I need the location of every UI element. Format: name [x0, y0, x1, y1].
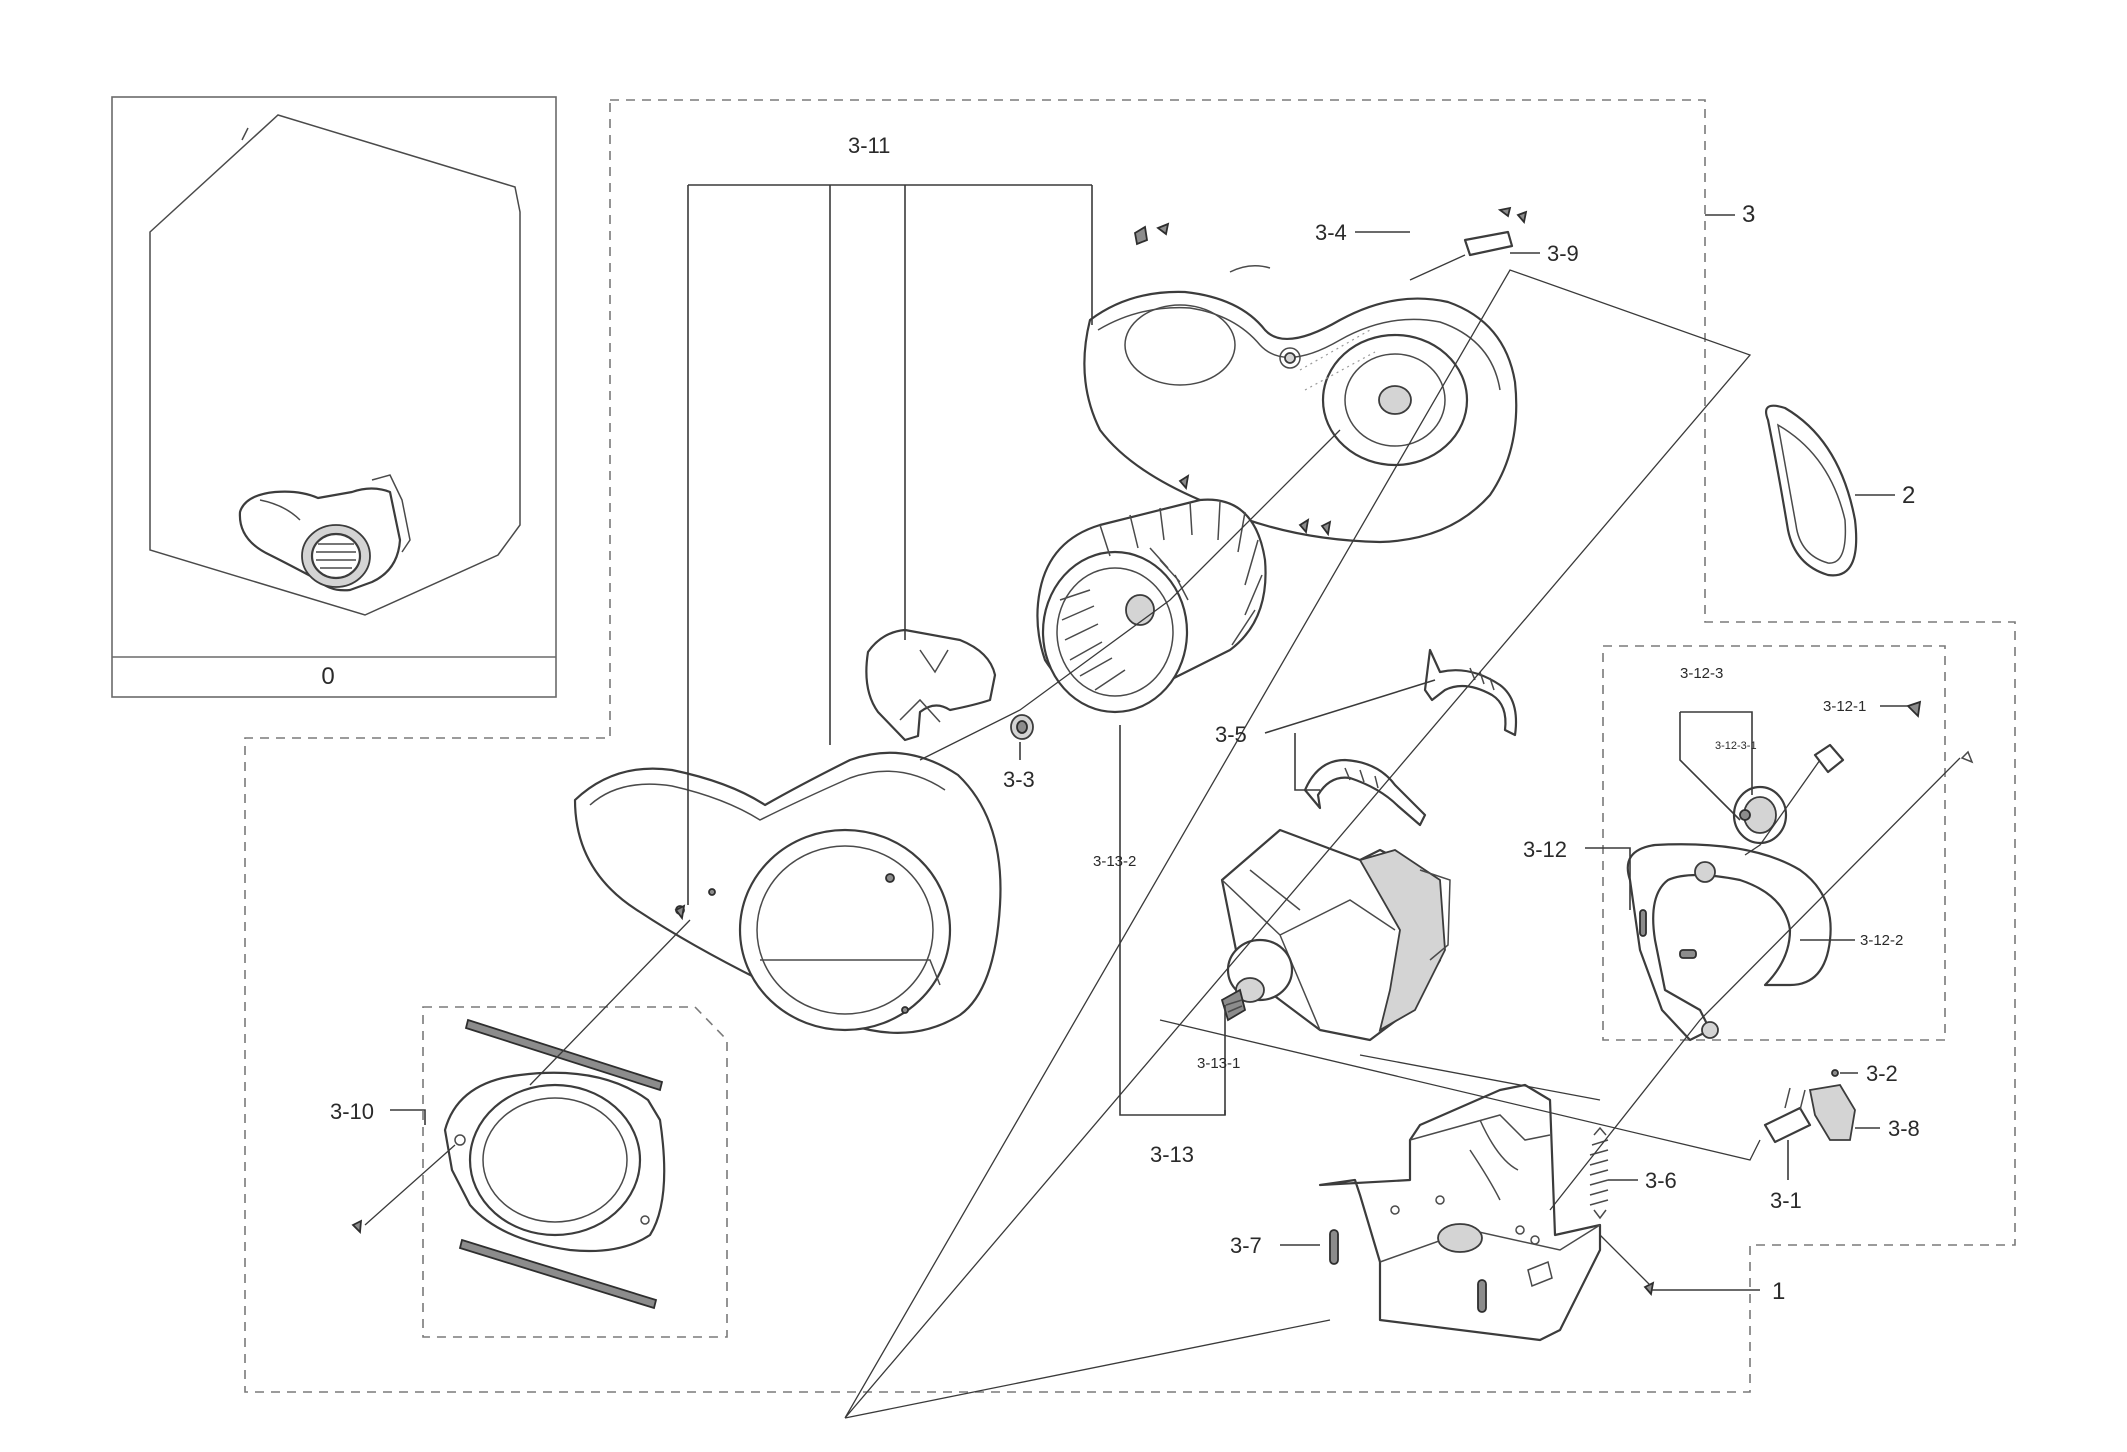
idler-arm-assembly [1626, 700, 1974, 1042]
drive-motor [1220, 828, 1451, 1042]
label-3-13-2: 3-13-2 [1093, 853, 1136, 870]
label-3-5: 3-5 [1215, 722, 1247, 747]
label-3-12-1: 3-12-1 [1823, 698, 1866, 715]
callout-labels: 0 1 2 3 3-1 3-2 3-3 3-4 3-5 3-6 3-7 3-8 … [321, 133, 1919, 1305]
idler-spring [1589, 1126, 1609, 1220]
leader-lines [364, 184, 1961, 1419]
label-3-12-3: 3-12-3 [1680, 665, 1723, 682]
label-3-10: 3-10 [330, 1099, 374, 1124]
duct-seal-frame [422, 1006, 728, 1338]
label-3-6: 3-6 [1645, 1168, 1677, 1193]
label-3-3: 3-3 [1003, 767, 1035, 792]
drive-belt [1764, 404, 1858, 577]
label-3-13: 3-13 [1150, 1142, 1194, 1167]
label-3-8: 3-8 [1888, 1116, 1920, 1141]
label-3-12-3-1: 3-12-3-1 [1715, 740, 1757, 752]
blower-wheel [1036, 498, 1267, 714]
upper-blower-housing [1083, 265, 1518, 544]
label-3-2: 3-2 [1866, 1061, 1898, 1086]
label-3-1: 3-1 [1770, 1188, 1802, 1213]
air-guide-flap [865, 628, 997, 742]
motor-mount-bracket [1318, 1083, 1602, 1342]
lower-blower-housing [573, 751, 1002, 1034]
label-2: 2 [1902, 482, 1915, 509]
label-3-11: 3-11 [848, 133, 890, 158]
duct-seal [443, 1018, 666, 1310]
label-3-4: 3-4 [1315, 220, 1347, 245]
label-3-9: 3-9 [1547, 241, 1579, 266]
wheel-clip [1010, 714, 1034, 740]
label-3: 3 [1742, 201, 1755, 228]
screws [351, 206, 1655, 1297]
label-3-12-2: 3-12-2 [1860, 932, 1903, 949]
main-assembly-frame [244, 99, 2016, 1393]
overview-inset [111, 96, 557, 698]
label-1: 1 [1772, 1278, 1785, 1305]
label-3-7: 3-7 [1230, 1233, 1262, 1258]
motor-clamps [1303, 648, 1518, 827]
switch-parts [1763, 1069, 1856, 1144]
label-0: 0 [321, 663, 334, 690]
label-3-13-1: 3-13-1 [1197, 1055, 1240, 1072]
overview-blower-assembly [238, 474, 411, 592]
label-3-12: 3-12 [1523, 837, 1567, 862]
